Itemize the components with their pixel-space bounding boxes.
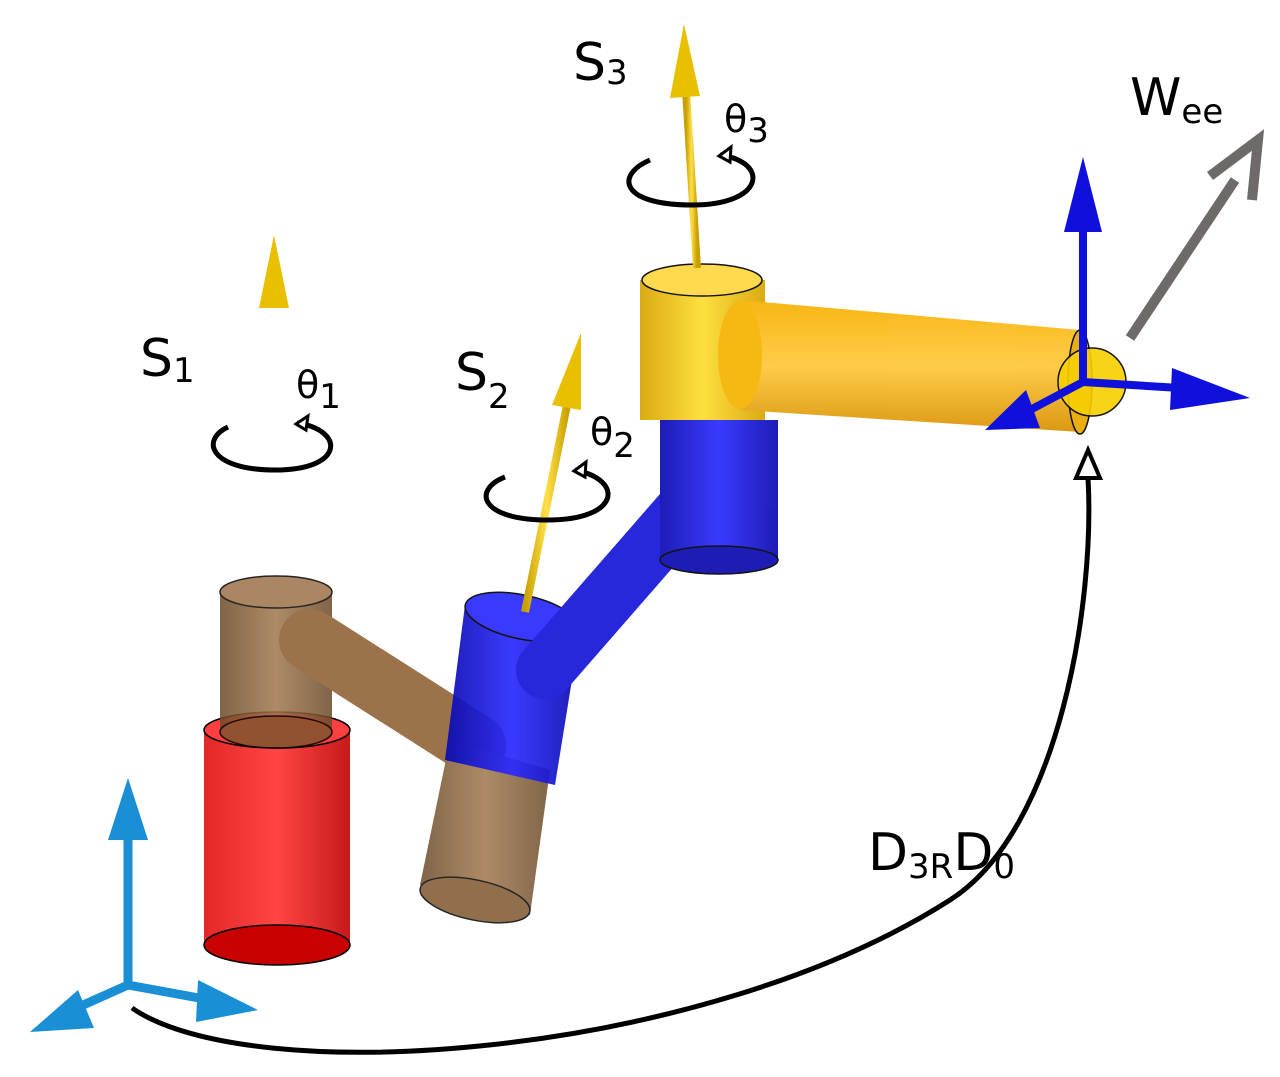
transform-curve [130, 444, 1104, 1055]
base-frame-x-axis [127, 980, 258, 1022]
joint-axis-2 [521, 333, 581, 613]
end-effector-frame [985, 157, 1250, 430]
base-frame-y-axis [30, 980, 130, 1032]
theta1-label: θ1 [296, 363, 341, 417]
s2-label: S2 [455, 343, 510, 417]
link-2 [445, 420, 779, 785]
rotation-arrow-2 [483, 458, 611, 523]
ee-frame-y-axis [985, 378, 1085, 430]
joint-axis-3 [670, 24, 701, 269]
s1-label: S1 [140, 329, 195, 391]
link-1 [219, 575, 550, 924]
rotation-arrow-3 [626, 143, 756, 208]
theta2-label: θ2 [590, 410, 635, 466]
base-frame-z-axis [108, 778, 148, 985]
ee-frame-z-axis [1064, 157, 1102, 382]
ee-frame-x-axis [1082, 368, 1250, 410]
rotation-arrow-1 [210, 412, 334, 473]
theta3-label: θ3 [724, 97, 769, 151]
base-frame [30, 778, 258, 1032]
base-cylinder [203, 711, 351, 966]
joint-axis-1 [259, 235, 289, 588]
s3-label: S3 [573, 33, 628, 93]
transform-label: D3RD0 [868, 823, 1015, 887]
wrench-label: Wee [1130, 68, 1223, 132]
wrench-arrow [1125, 129, 1265, 341]
